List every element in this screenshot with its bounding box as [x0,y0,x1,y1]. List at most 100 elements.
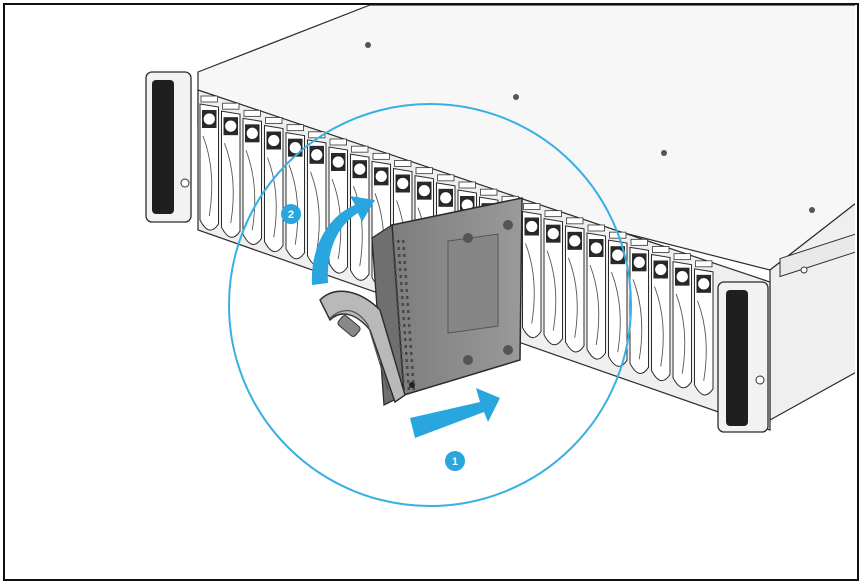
screw [513,94,519,100]
screw [809,207,815,213]
drive-bay [651,246,671,381]
vent-hole [404,268,407,271]
vent-hole [406,366,409,369]
drive-bay [672,253,692,389]
drive-bay [522,203,542,338]
vent-hole [409,338,412,341]
vent-hole [401,303,404,306]
vent-hole [403,324,406,327]
drive-bay [221,102,241,238]
vent-hole [392,240,395,243]
left-rack-ear [145,71,192,223]
vent-hole [392,247,395,250]
drive-bay [199,95,219,231]
step-badge-2: 2 [281,204,301,224]
vent-hole [404,275,407,278]
vent-hole [400,352,403,355]
vent-hole [411,373,414,376]
vent-hole [412,380,415,383]
zoom-circle [228,103,632,507]
vent-hole [401,366,404,369]
curved-arrow-icon [311,196,375,285]
vent-hole [396,303,399,306]
vent-hole [410,359,413,362]
vent-hole [399,268,402,271]
vent-hole [404,345,407,348]
vent-hole [398,254,401,257]
vent-hole [399,345,402,348]
vent-hole [412,387,415,390]
arrow-right-icon [410,388,500,438]
drive-bay [242,109,262,245]
vent-hole [408,331,411,334]
vent-hole [406,303,409,306]
vent-hole [405,289,408,292]
drive-bay [586,224,606,360]
drive-bay [565,217,585,353]
vent-hole [394,275,397,278]
vent-hole [401,296,404,299]
vent-hole [397,247,400,250]
drive-bay [629,238,649,374]
vent-hole [406,296,409,299]
side-rail [779,232,855,278]
vent-hole [403,261,406,264]
vent-hole [400,359,403,362]
drive-tray [371,197,523,407]
vent-hole [409,345,412,348]
vent-hole [407,317,410,320]
drive-bay [285,124,305,260]
svg-text:2: 2 [288,209,294,221]
screw [661,150,667,156]
vent-hole [393,261,396,264]
drive-bay [264,117,284,252]
screw [365,42,371,48]
vent-hole [401,373,404,376]
tray-handle [319,290,406,404]
vent-hole [398,331,401,334]
vent-hole [400,289,403,292]
vent-hole [403,254,406,257]
vent-hole [397,240,400,243]
side-screw [800,266,808,274]
vent-hole [408,324,411,327]
tray-vents [392,240,415,390]
drive-bay [694,260,714,396]
vent-hole [402,247,405,250]
vent-hole [405,352,408,355]
drive-bay [608,231,628,367]
vent-hole [399,338,402,341]
vent-hole [403,331,406,334]
vent-hole [402,317,405,320]
right-rack-ear [717,281,769,433]
drive-bay [543,210,563,346]
vent-hole [393,254,396,257]
vent-hole [402,310,405,313]
svg-text:1: 1 [452,456,458,468]
vent-hole [397,310,400,313]
vent-hole [405,282,408,285]
vent-hole [402,240,405,243]
vent-hole [397,317,400,320]
vent-hole [398,324,401,327]
vent-hole [411,366,414,369]
drive-bay [350,145,370,281]
vent-hole [406,373,409,376]
vent-hole [407,387,410,390]
vent-hole [399,275,402,278]
vent-hole [404,338,407,341]
vent-hole [407,380,410,383]
vent-hole [402,380,405,383]
vent-hole [405,359,408,362]
vent-hole [400,282,403,285]
vent-hole [396,296,399,299]
vent-hole [395,282,398,285]
vent-hole [410,352,413,355]
vent-hole [394,268,397,271]
step-badge-1: 1 [445,451,465,471]
vent-hole [398,261,401,264]
vent-hole [395,289,398,292]
vent-hole [407,310,410,313]
